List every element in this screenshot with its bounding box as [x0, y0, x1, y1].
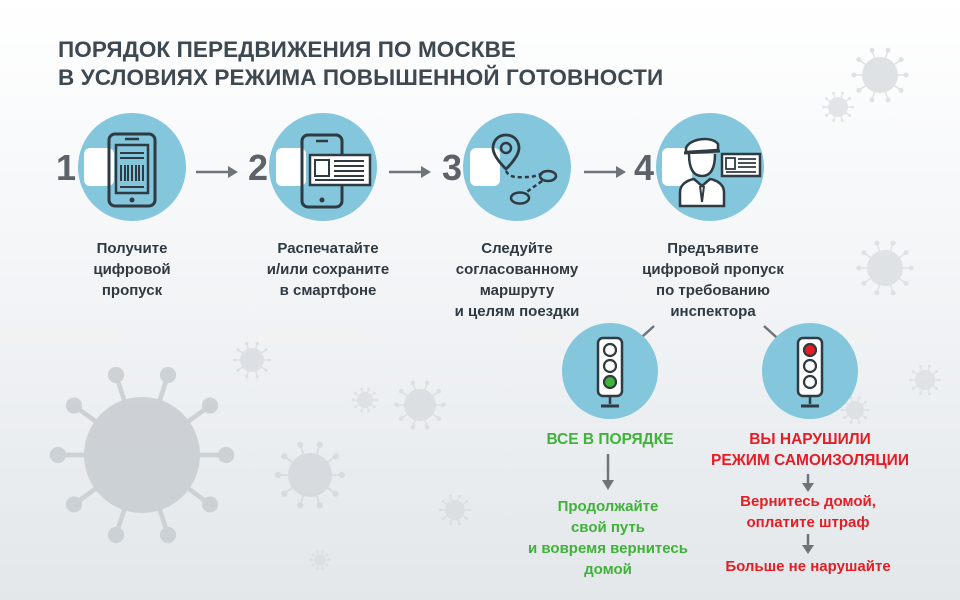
violation-result-text: Вернитесь домой, оплатите штраф: [740, 493, 876, 531]
step-4-text: Предъявите цифровой пропуск по требовани…: [642, 240, 784, 320]
step-4-number: 4: [634, 147, 655, 188]
virus-icon: [275, 441, 345, 509]
inspector-icon: [678, 137, 762, 208]
arrow-violation-to-result: [802, 474, 814, 492]
virus-icon: [439, 494, 471, 526]
step-1-number: 1: [56, 147, 77, 188]
virus-icon: [394, 380, 446, 430]
step-2-text: Распечатайте и/или сохраните в смартфоне: [266, 240, 390, 299]
traffic-light-red-icon: [796, 336, 824, 408]
violation-final-text: Больше не нарушайте: [725, 558, 891, 575]
arrow-step-1-to-2: [196, 166, 238, 178]
route-icon: [491, 133, 558, 205]
traffic-light-green-icon: [596, 336, 624, 408]
title-line-2: В УСЛОВИЯХ РЕЖИМА ПОВЫШЕННОЙ ГОТОВНОСТИ: [58, 65, 664, 90]
smartphone-pass-icon: [300, 133, 372, 209]
step-3-number: 3: [442, 147, 463, 188]
arrow-step-3-to-4: [584, 166, 626, 178]
step-2-number: 2: [248, 147, 269, 188]
page-title: ПОРЯДОК ПЕРЕДВИЖЕНИЯ ПО МОСКВЕ В УСЛОВИЯ…: [58, 36, 663, 92]
virus-icon: [822, 91, 854, 123]
arrow-ok-to-result: [602, 454, 614, 490]
violation-status: ВЫ НАРУШИЛИ РЕЖИМ САМОИЗОЛЯЦИИ: [711, 431, 909, 469]
arrow-step-2-to-3: [389, 166, 431, 178]
virus-icon: [232, 341, 272, 379]
arrow-violation-to-final: [802, 534, 814, 554]
virus-icon: [49, 366, 235, 544]
virus-icon: [840, 396, 870, 424]
step-1-text: Получите цифровой пропуск: [93, 240, 171, 299]
virus-icon: [351, 387, 379, 413]
smartphone-qr-icon: [107, 132, 157, 208]
title-line-1: ПОРЯДОК ПЕРЕДВИЖЕНИЯ ПО МОСКВЕ: [58, 37, 517, 62]
virus-icon: [856, 240, 914, 296]
ok-status: ВСЕ В ПОРЯДКЕ: [546, 431, 674, 448]
step-3-text: Следуйте согласованному маршруту и целям…: [454, 240, 580, 320]
virus-icon: [909, 364, 941, 396]
ok-result-text: Продолжайте свой путь и вовремя вернитес…: [528, 498, 688, 578]
virus-icon: [851, 47, 909, 103]
virus-icon: [309, 550, 331, 570]
